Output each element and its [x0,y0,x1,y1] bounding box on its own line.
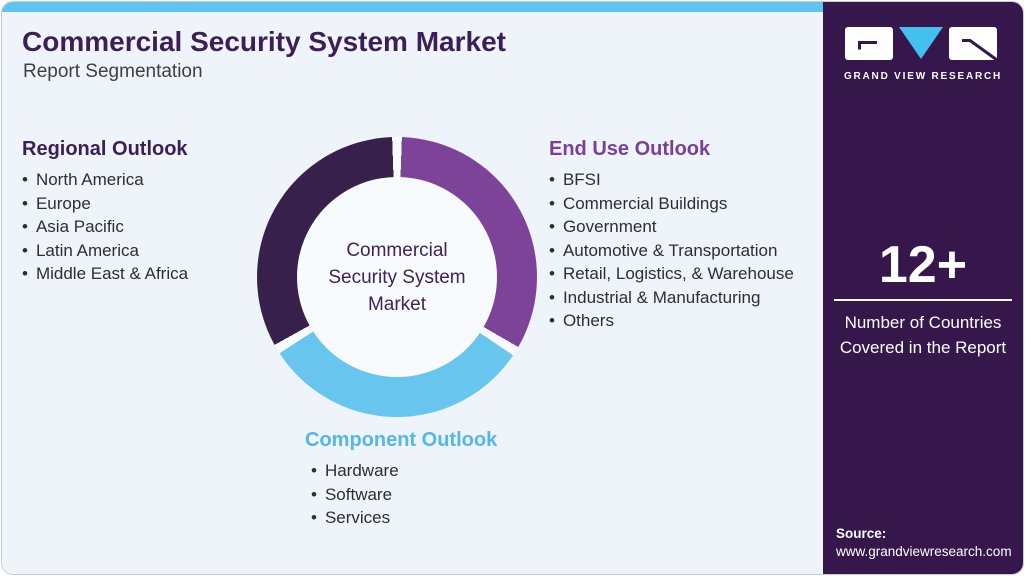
list-item: Automotive & Transportation [549,239,794,263]
list-item: Government [549,215,794,239]
list-item: North America [22,168,188,192]
countries-stat: 12+ Number of Countries Covered in the R… [823,236,1023,360]
list-item: Europe [22,192,188,216]
list-item: Retail, Logistics, & Warehouse [549,262,794,286]
list-item: Industrial & Manufacturing [549,286,794,310]
component-outlook-list: Hardware Software Services [305,459,497,530]
component-outlook-heading: Component Outlook [305,429,498,451]
accent-strip [2,2,825,12]
stat-caption: Number of Countries Covered in the Repor… [839,313,1007,357]
list-item: Latin America [22,239,188,263]
source-url: www.grandviewresearch.com [836,544,1012,559]
donut-center-line: Security System [328,266,466,288]
page-subtitle: Report Segmentation [23,61,203,82]
gvr-logo: GRAND VIEW RESEARCH [823,26,1023,82]
donut-center-line: Commercial [346,239,448,261]
end-use-outlook-list: BFSI Commercial Buildings Government Aut… [549,168,794,333]
page-title: Commercial Security System Market [22,26,506,57]
source-label: Source: [836,526,887,541]
donut-center-line: Market [367,293,427,315]
brand-name: GRAND VIEW RESEARCH [843,71,1003,82]
main-panel: Commercial Security System Market Report… [2,2,825,574]
list-item: Hardware [311,459,497,483]
list-item: Commercial Buildings [549,192,794,216]
end-use-outlook-section: End Use Outlook BFSI Commercial Building… [549,138,794,333]
source-note: Source: www.grandviewresearch.com [836,526,1012,559]
donut-center-label: Commercial Security System Market [297,177,497,377]
end-use-outlook-heading: End Use Outlook [549,138,711,160]
component-outlook-section: Component Outlook Hardware Software Serv… [305,429,497,530]
stat-value: 12+ [878,236,968,294]
list-item: Asia Pacific [22,215,188,239]
list-item: Others [549,309,794,333]
list-item: BFSI [549,168,794,192]
donut-chart: Commercial Security System Market [257,137,537,417]
regional-outlook-list: North America Europe Asia Pacific Latin … [22,168,188,286]
list-item: Software [311,483,497,507]
sidebar: GRAND VIEW RESEARCH 12+ Number of Countr… [823,2,1023,574]
list-item: Services [311,506,497,530]
regional-outlook-section: Regional Outlook North America Europe As… [22,138,188,286]
gvr-logo-icon [845,27,998,62]
regional-outlook-heading: Regional Outlook [22,138,188,160]
list-item: Middle East & Africa [22,262,188,286]
stat-divider [834,299,1012,301]
